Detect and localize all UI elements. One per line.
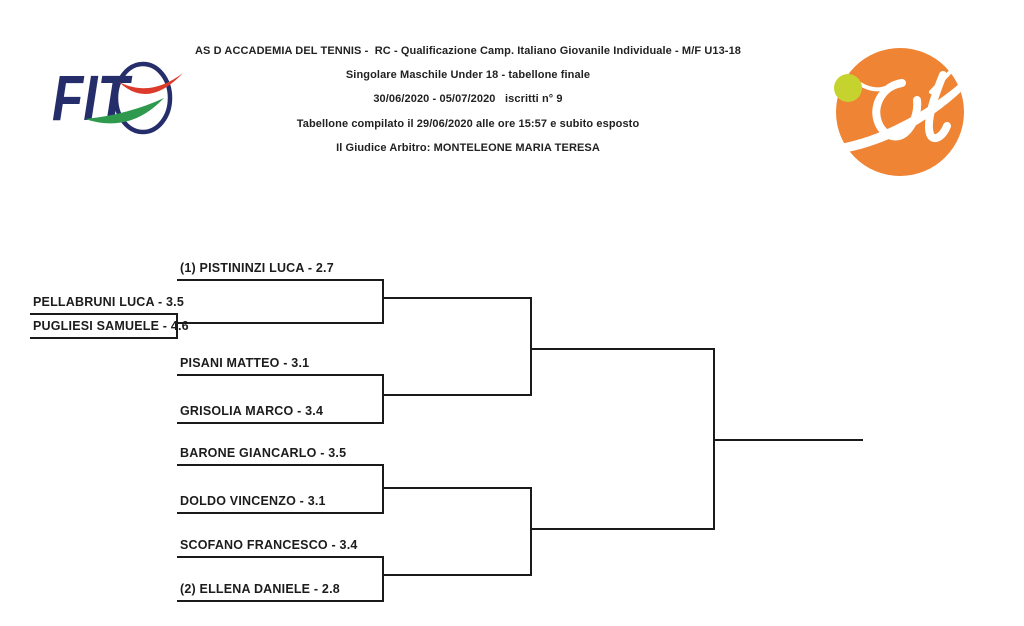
player-slot-pugliesi: PUGLIESI SAMUELE - 4.6 <box>33 319 189 333</box>
bracket-line-qf4-winner <box>384 574 532 576</box>
bracket-line-qf3-winner <box>384 487 532 489</box>
bracket-line-r1-slot8 <box>177 600 384 602</box>
fit-logo-ellipse <box>113 61 173 135</box>
bracket-vert-qf2 <box>382 374 384 424</box>
bracket-line-prelim-winner <box>176 322 384 324</box>
bracket-line-prelim-slot2 <box>30 337 178 339</box>
bracket-line-final-winner <box>715 439 863 441</box>
bracket-line-r1-slot4 <box>177 422 384 424</box>
bracket-line-r1-slot7 <box>177 556 384 558</box>
bracket-vert-prelim <box>176 313 178 339</box>
player-slot-pistininzi: (1) PISTININZI LUCA - 2.7 <box>180 261 334 275</box>
header-line-draw: Singolare Maschile Under 18 - tabellone … <box>345 69 591 81</box>
fit-federation-logo: FIT <box>52 61 183 135</box>
bracket-vert-qf4 <box>382 556 384 602</box>
academy-logo-ball-streak <box>858 82 890 92</box>
bracket-line-qf2-winner <box>384 394 532 396</box>
player-slot-ellena: (2) ELLENA DANIELE - 2.8 <box>180 582 340 596</box>
bracket-vert-final <box>713 348 715 530</box>
header-line-event: AS D ACCADEMIA DEL TENNIS - RC - Qualifi… <box>194 45 742 57</box>
bracket-line-sf2-winner <box>532 528 715 530</box>
fit-logo-text: FIT <box>52 64 133 135</box>
bracket-vert-sf2 <box>530 487 532 576</box>
academy-logo-circle <box>836 48 964 176</box>
bracket-vert-qf1 <box>382 279 384 324</box>
fit-logo-green-swoosh <box>85 98 164 124</box>
bracket-line-sf1-winner <box>532 348 715 350</box>
bracket-line-r1-slot5 <box>177 464 384 466</box>
header-line-compiled: Tabellone compilato il 29/06/2020 alle o… <box>296 118 640 130</box>
bracket-line-r1-slot3 <box>177 374 384 376</box>
player-slot-pellabruni: PELLABRUNI LUCA - 3.5 <box>33 295 184 309</box>
academy-logo-crossbar-swoosh <box>834 77 970 154</box>
bracket-line-r1-slot1 <box>177 279 384 281</box>
academy-logo-t-stem <box>925 71 951 143</box>
header-line-referee: Il Giudice Arbitro: MONTELEONE MARIA TER… <box>336 142 600 154</box>
tennis-ball-icon <box>834 74 862 102</box>
academy-logo-t-flick <box>929 66 956 94</box>
accademia-del-tennis-logo <box>834 48 970 176</box>
bracket-line-qf1-winner <box>384 297 532 299</box>
bracket-line-prelim-slot1 <box>30 313 178 315</box>
bracket-vert-qf3 <box>382 464 384 514</box>
player-slot-scofano: SCOFANO FRANCESCO - 3.4 <box>180 538 358 552</box>
player-slot-pisani: PISANI MATTEO - 3.1 <box>180 356 310 370</box>
fit-logo-red-swoosh <box>119 73 183 95</box>
academy-logo-a-loop <box>872 79 922 141</box>
player-slot-barone: BARONE GIANCARLO - 3.5 <box>180 446 347 460</box>
player-slot-doldo: DOLDO VINCENZO - 3.1 <box>180 494 326 508</box>
bracket-line-r1-slot6 <box>177 512 384 514</box>
player-slot-grisolia: GRISOLIA MARCO - 3.4 <box>180 404 324 418</box>
bracket-vert-sf1 <box>530 297 532 396</box>
header-line-dates: 30/06/2020 - 05/07/2020 iscritti n° 9 <box>373 93 563 105</box>
